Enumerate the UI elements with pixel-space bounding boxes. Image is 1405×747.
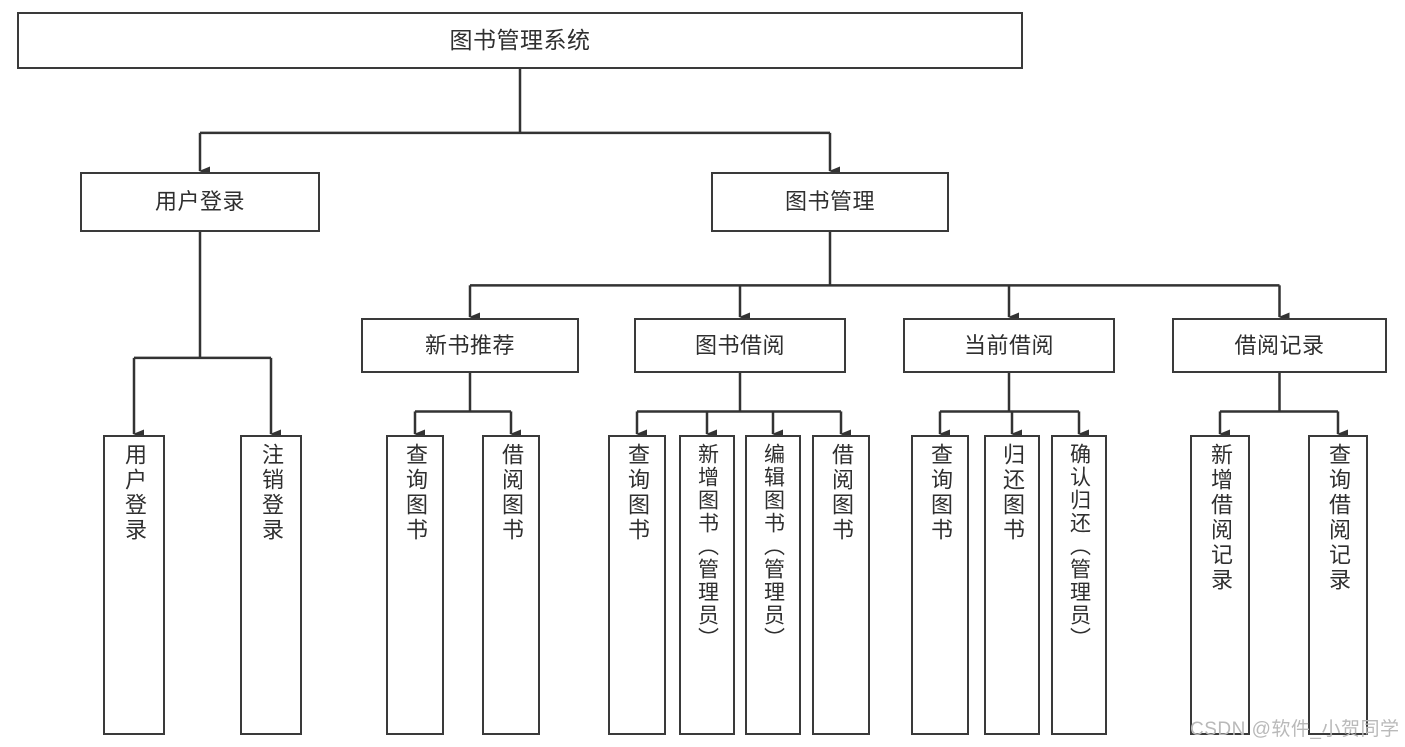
node-bookmgmt[interactable]: 图书管理	[711, 172, 949, 232]
node-l1[interactable]: 用户登录	[103, 435, 165, 735]
node-label: 借阅记录	[1234, 332, 1325, 358]
node-label: 新增图书（管理员）	[695, 443, 719, 650]
node-label: 查询借阅记录	[1326, 443, 1351, 593]
node-l3[interactable]: 查询图书	[386, 435, 444, 735]
node-l5[interactable]: 查询图书	[608, 435, 666, 735]
csdn-watermark: CSDN @软件_小贺同学	[1190, 719, 1400, 740]
node-label: 查询图书	[403, 443, 428, 543]
node-l4[interactable]: 借阅图书	[482, 435, 540, 735]
node-label: 图书管理系统	[449, 26, 591, 53]
node-label: 查询图书	[625, 443, 650, 543]
node-newbook[interactable]: 新书推荐	[361, 318, 579, 373]
node-borrow[interactable]: 图书借阅	[634, 318, 846, 373]
node-label: 归还图书	[1000, 443, 1025, 543]
node-label: 编辑图书（管理员）	[761, 443, 785, 650]
node-label: 新增借阅记录	[1208, 443, 1233, 593]
node-l11[interactable]: 确认归还（管理员）	[1051, 435, 1107, 735]
node-l2[interactable]: 注销登录	[240, 435, 302, 735]
node-l6[interactable]: 新增图书（管理员）	[679, 435, 735, 735]
node-l7[interactable]: 编辑图书（管理员）	[745, 435, 801, 735]
node-records[interactable]: 借阅记录	[1172, 318, 1387, 373]
edge-layer	[132, 69, 1348, 439]
node-label: 当前借阅	[963, 332, 1054, 358]
node-label: 新书推荐	[424, 332, 515, 358]
node-label: 确认归还（管理员）	[1067, 443, 1091, 650]
node-label: 图书管理	[784, 189, 875, 215]
node-label: 用户登录	[154, 189, 245, 215]
node-l10[interactable]: 归还图书	[984, 435, 1040, 735]
node-label: 图书借阅	[694, 332, 785, 358]
node-l8[interactable]: 借阅图书	[812, 435, 870, 735]
node-label: 借阅图书	[499, 443, 524, 543]
node-label: 注销登录	[259, 443, 284, 543]
node-current[interactable]: 当前借阅	[903, 318, 1115, 373]
node-l13[interactable]: 查询借阅记录	[1308, 435, 1368, 735]
node-label: 查询图书	[928, 443, 953, 543]
node-l12[interactable]: 新增借阅记录	[1190, 435, 1250, 735]
node-login[interactable]: 用户登录	[80, 172, 320, 232]
node-label: 用户登录	[122, 443, 147, 543]
node-root[interactable]: 图书管理系统	[17, 12, 1023, 69]
node-label: 借阅图书	[829, 443, 854, 543]
node-l9[interactable]: 查询图书	[911, 435, 969, 735]
